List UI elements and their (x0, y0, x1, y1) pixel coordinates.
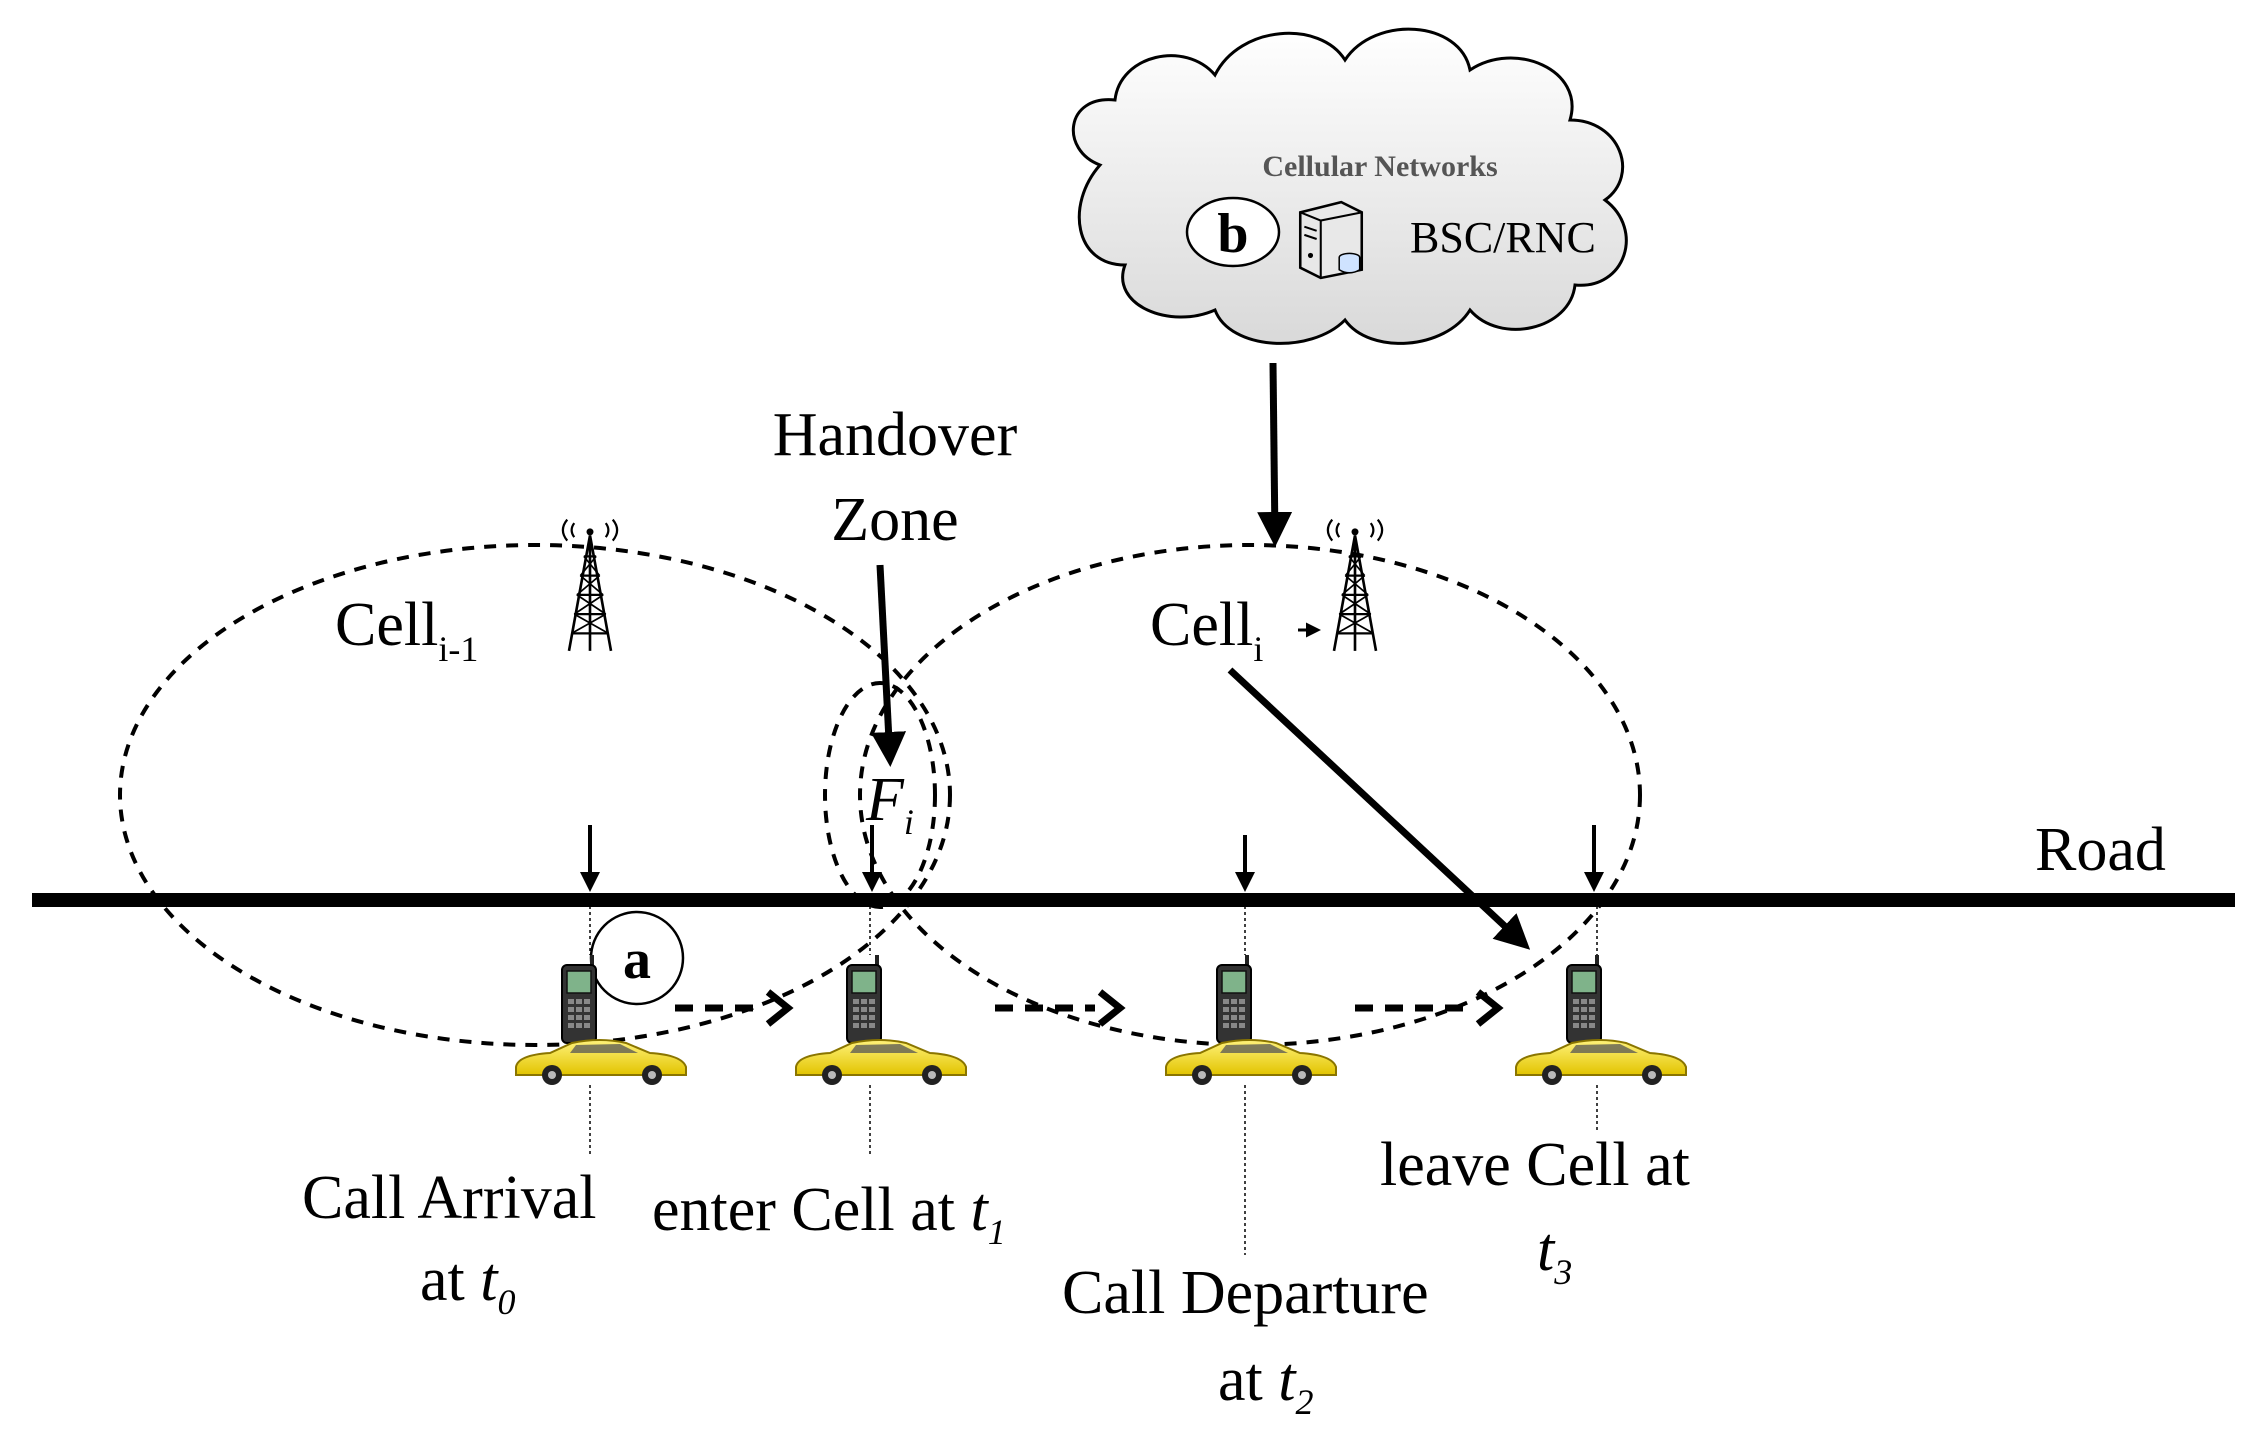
event-t3-line2: t3 (1537, 1216, 1572, 1292)
cell-i-label: Celli (1150, 591, 1263, 669)
event-leave-cell: leave Cell at t3 (1380, 1131, 1690, 1292)
mobile-phone-icon (1216, 955, 1252, 1044)
car-icon (515, 1039, 687, 1085)
cloud-title: Cellular Networks (1262, 150, 1497, 183)
road-label: Road (2035, 816, 2166, 884)
cell-i-to-leave-arrow (1227, 667, 1531, 950)
event-t0-line2: at t0 (420, 1246, 515, 1322)
marker-a-label: a (623, 929, 651, 991)
event-t2-line2: at t2 (1218, 1346, 1313, 1422)
antenna-tower-icon (1326, 518, 1384, 653)
event-t2-line1: Call Departure (1062, 1259, 1429, 1327)
vehicle-t2 (1165, 955, 1337, 1085)
car-icon (1515, 1039, 1687, 1085)
handover-zone-label-line2: Zone (831, 486, 958, 554)
cell-i-minus-1-coverage (118, 543, 952, 1047)
mobile-phone-icon (561, 955, 597, 1044)
server-icon (1298, 200, 1364, 280)
time-guide-lines (589, 900, 1598, 1255)
cellular-network-cloud: Cellular Networks b BSC/RNC (1071, 27, 1628, 345)
mobile-phone-icon (1566, 955, 1602, 1044)
handover-zone-label-line1: Handover (773, 401, 1018, 469)
marker-a: a (589, 910, 685, 1006)
mobile-phone-icon (846, 955, 882, 1044)
cell-i-minus-1-label: Celli-1 (335, 591, 478, 669)
car-icon (795, 1039, 967, 1085)
handover-zone-arrow (871, 564, 907, 767)
event-call-arrival: Call Arrival at t0 (302, 1164, 596, 1322)
marker-b: b (1185, 196, 1281, 268)
car-icon (1165, 1039, 1337, 1085)
controller-label: BSC/RNC (1410, 213, 1596, 262)
handover-zone-symbol: Fi (865, 766, 914, 842)
marker-b-label: b (1217, 203, 1248, 265)
event-t3-line1: leave Cell at (1380, 1131, 1690, 1199)
event-call-departure: Call Departure at t2 (1062, 1259, 1429, 1422)
event-enter-cell: enter Cell at t1 (652, 1176, 1006, 1252)
vehicle-t3 (1515, 955, 1687, 1085)
movement-arrows (675, 989, 1504, 1027)
controller-to-cell-arrow (1257, 362, 1293, 547)
event-t1-line1: enter Cell at t1 (652, 1176, 1006, 1252)
event-t0-line1: Call Arrival (302, 1164, 596, 1232)
antenna-tower-icon (561, 518, 619, 653)
